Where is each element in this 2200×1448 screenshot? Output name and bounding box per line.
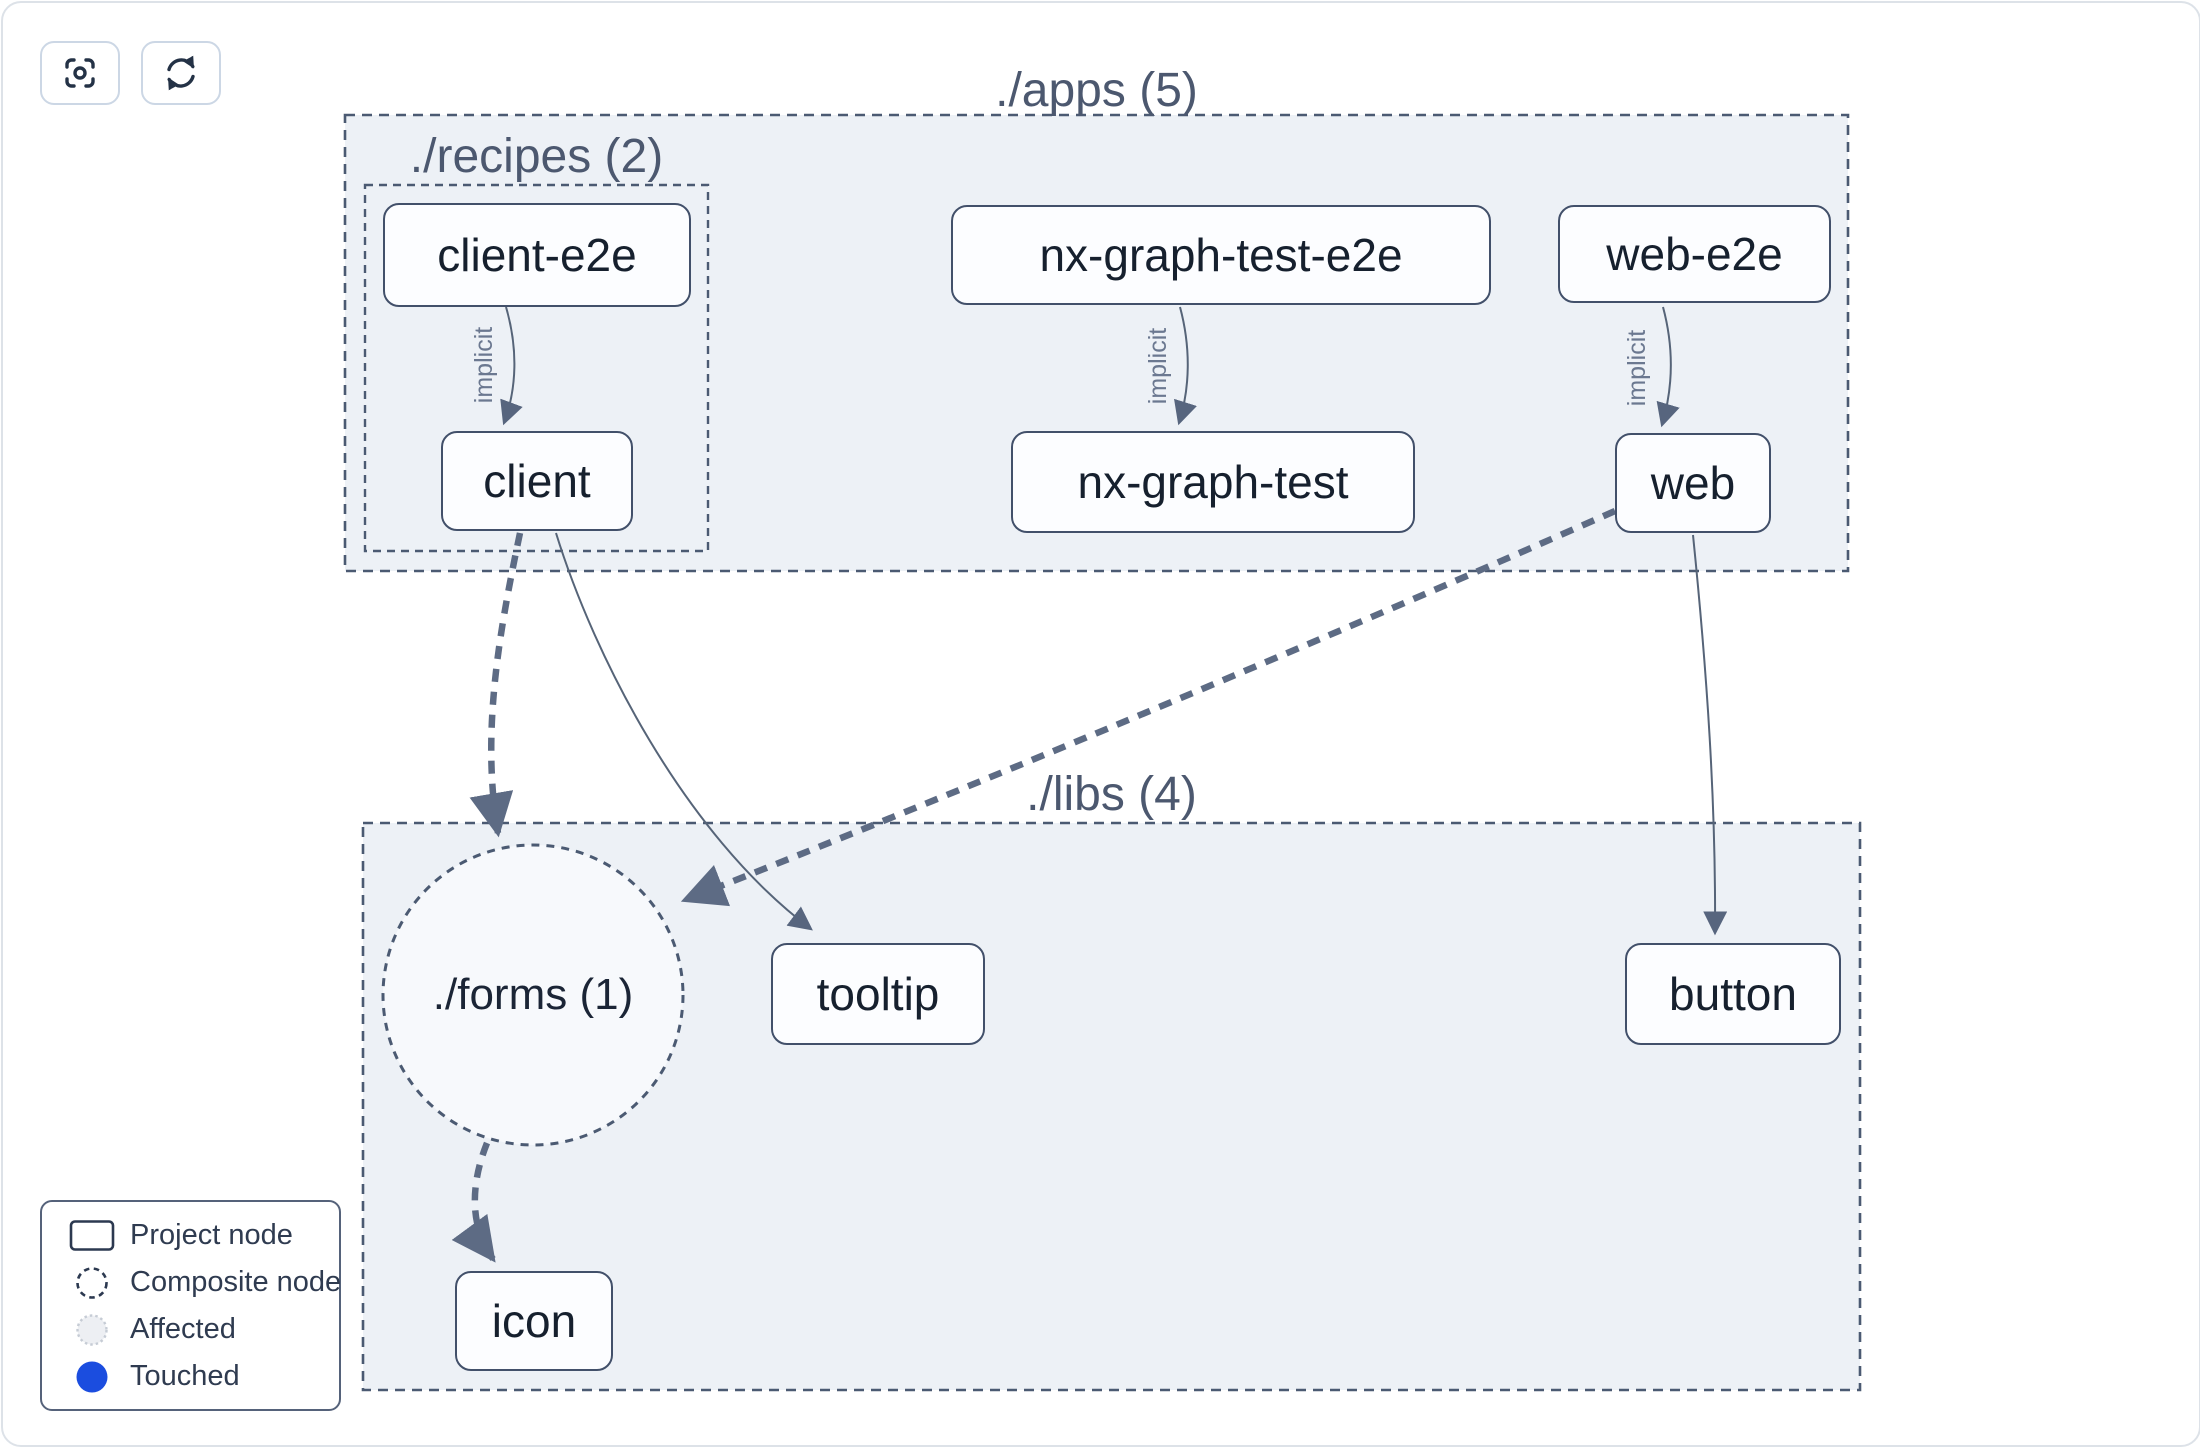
composite-node-forms[interactable] [381,843,685,1147]
composite-node-swatch [66,1265,118,1301]
node-icon[interactable]: icon [455,1271,613,1371]
legend-label: Composite node [130,1266,342,1298]
affected-swatch [66,1312,118,1348]
edge-label-implicit: implicit [1144,328,1172,404]
legend-label: Project node [130,1219,293,1251]
edge-label-implicit: implicit [1623,330,1651,406]
node-client-e2e[interactable]: client-e2e [383,203,691,307]
legend-label: Touched [130,1360,240,1392]
edge-web-to-button [1692,534,1728,936]
edge-web-to-forms [680,508,1617,907]
edge-label-implicit: implicit [470,327,498,403]
legend-label: Affected [130,1313,236,1345]
node-nx-graph-test[interactable]: nx-graph-test [1011,431,1415,533]
node-web-e2e[interactable]: web-e2e [1558,205,1831,303]
project-node-swatch [66,1218,118,1254]
legend-row-affected: Affected [66,1306,339,1353]
edge-client-e2e-to-client [500,306,523,426]
legend-row-composite-node: Composite node [66,1259,342,1306]
refresh-button[interactable] [141,41,221,105]
edge-client-to-tooltip [555,532,813,931]
node-button[interactable]: button [1625,943,1841,1045]
edge-web-e2e-to-web [1656,306,1680,428]
legend-row-project-node: Project node [66,1212,339,1259]
node-client[interactable]: client [441,431,633,531]
edge-nx-graph-test-e2e-to-nx-graph-test [1174,306,1197,426]
node-tooltip[interactable]: tooltip [771,943,985,1045]
edge-client-to-forms [469,532,524,838]
focus-button[interactable] [40,41,120,105]
refresh-icon [167,55,195,91]
focus-crosshair-icon [65,58,95,88]
legend: Project node Composite node Affected Tou… [40,1200,341,1411]
node-nx-graph-test-e2e[interactable]: nx-graph-test-e2e [951,205,1491,305]
touched-swatch [66,1359,118,1395]
group-recipes [363,183,710,553]
legend-row-touched: Touched [66,1353,339,1400]
node-web[interactable]: web [1615,433,1771,533]
